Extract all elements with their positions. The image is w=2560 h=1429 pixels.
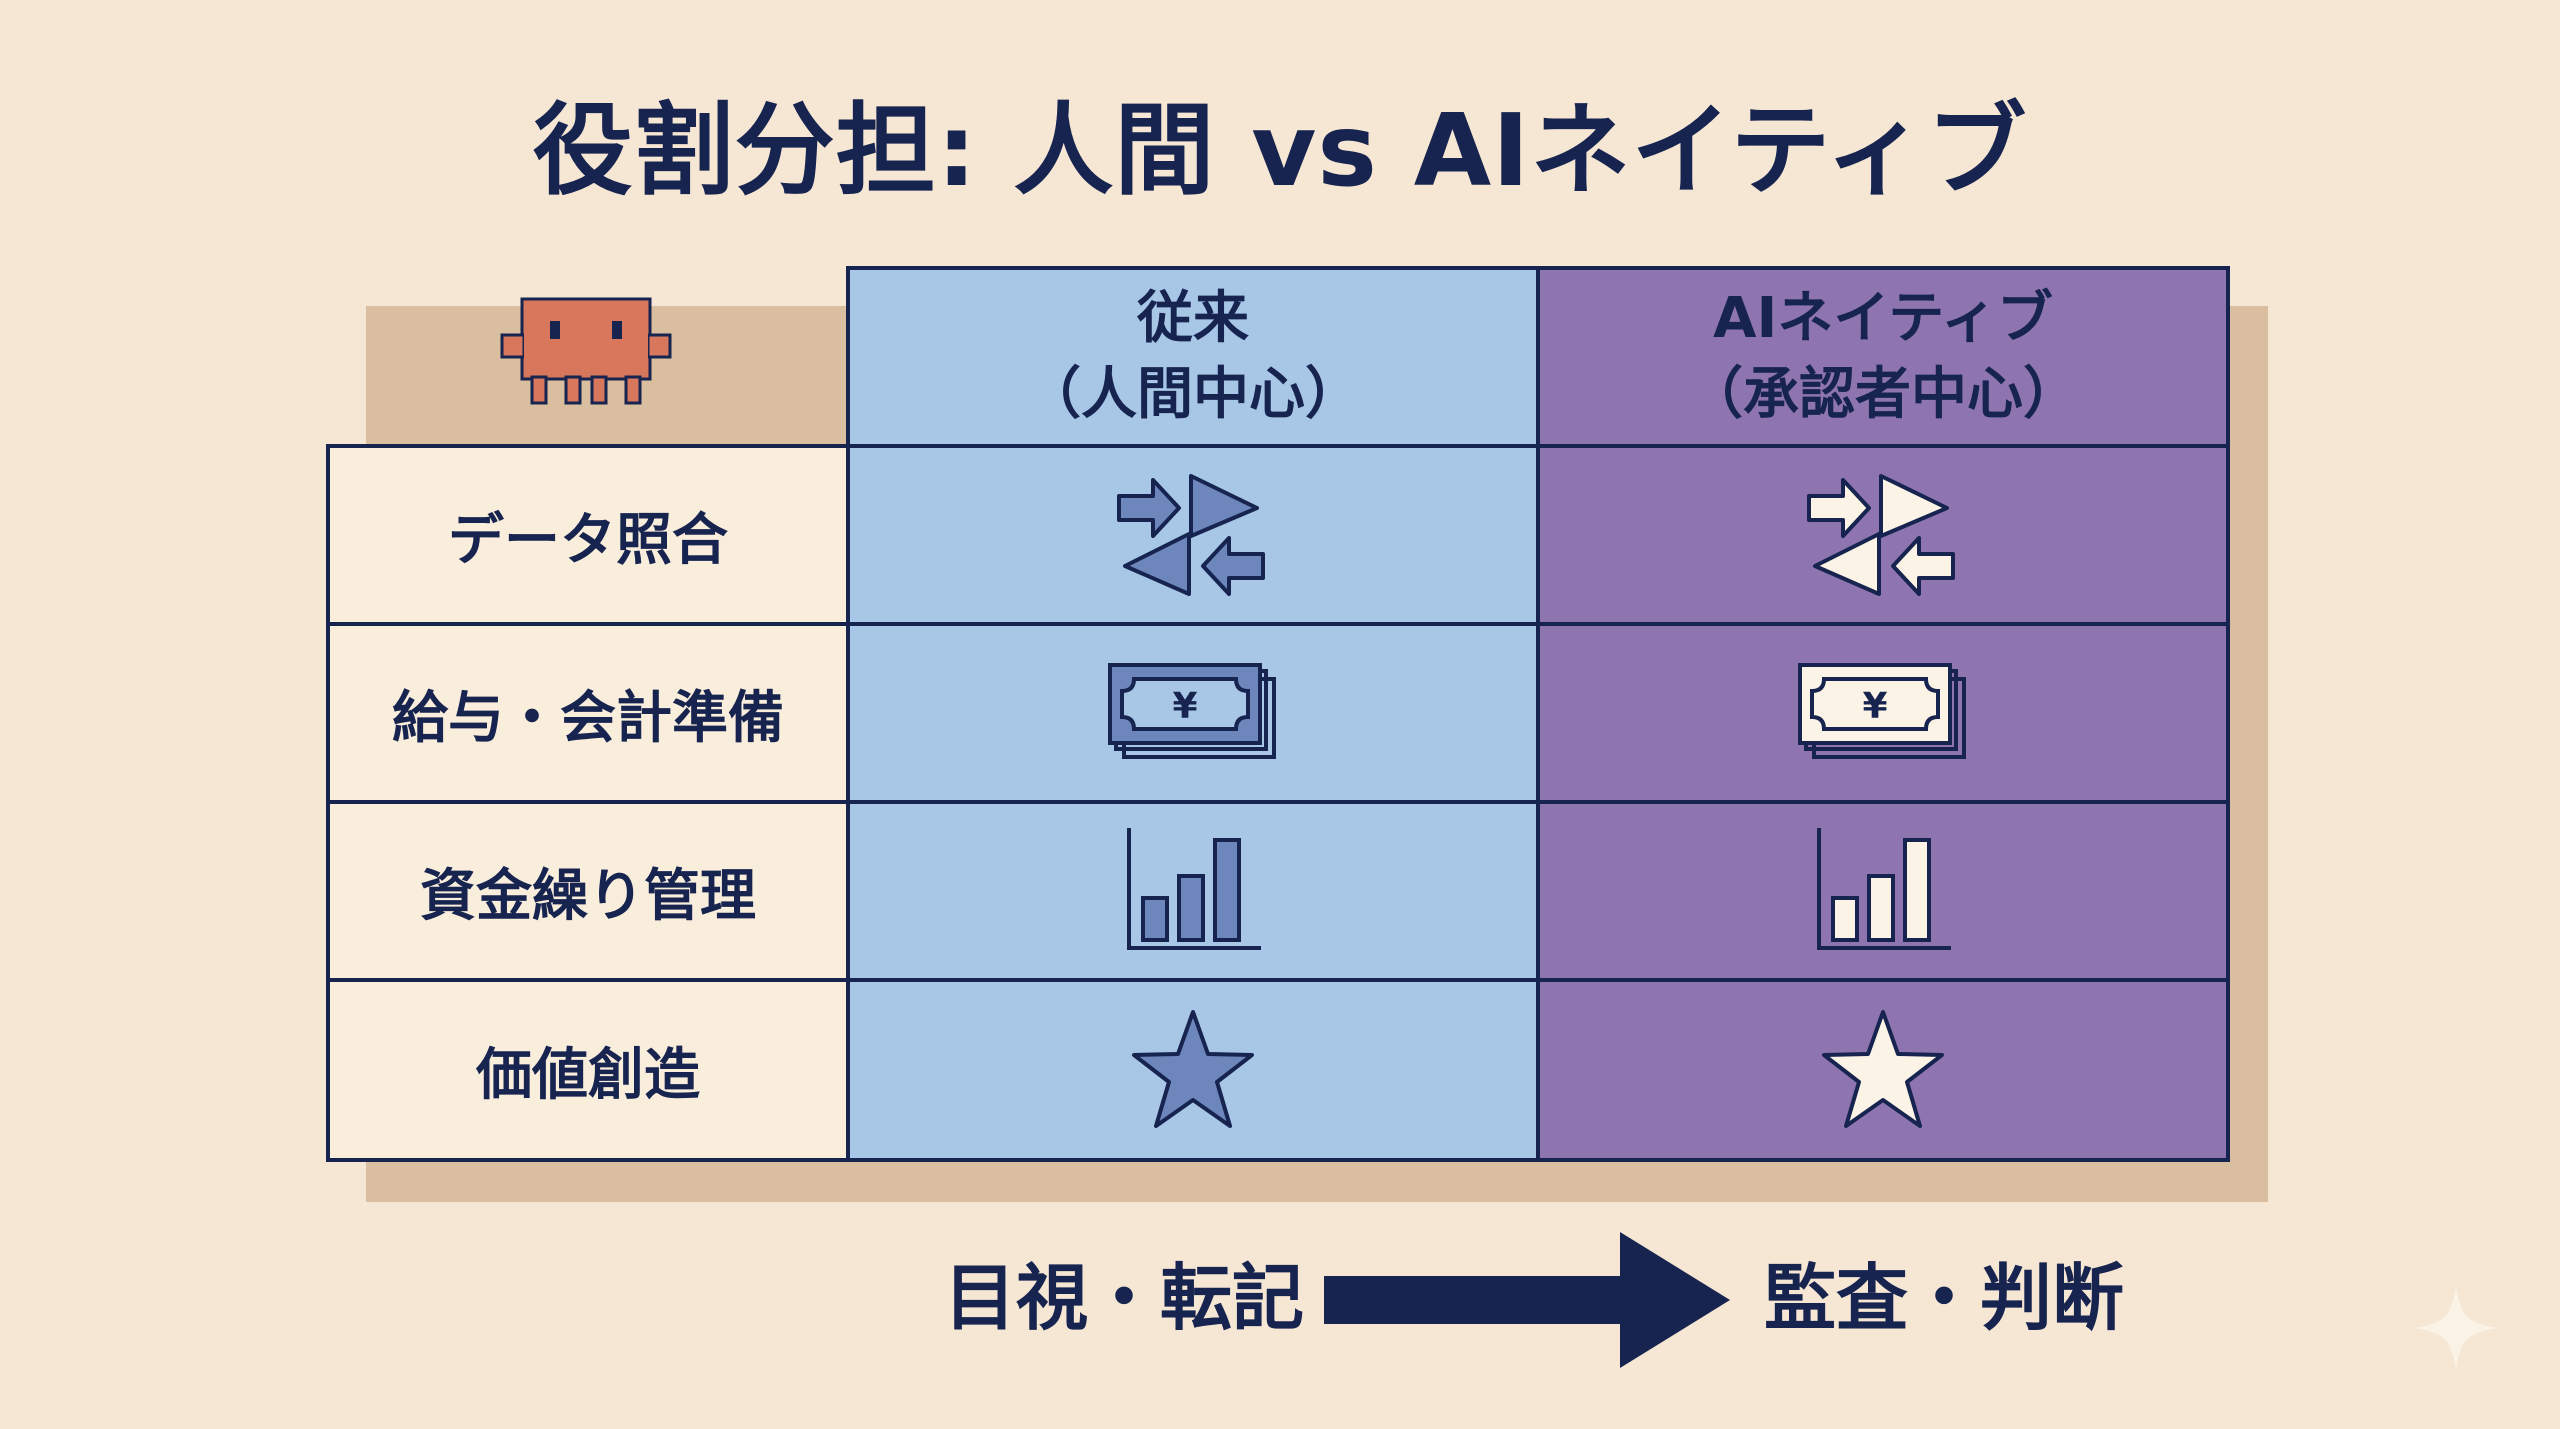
star-icon	[1822, 1010, 1944, 1128]
cell-traditional-cash-flow	[846, 800, 1540, 982]
row-label-cash-flow: 資金繰り管理	[326, 800, 850, 982]
svg-text:¥: ¥	[1172, 686, 1197, 727]
column-header-ai-native: AIネイティブ （承認者中心）	[1536, 266, 2230, 448]
row-label-text: 給与・会計準備	[392, 685, 784, 751]
row-label-text: データ照合	[448, 507, 728, 573]
cell-ai-data-matching	[1536, 444, 2230, 626]
exchange-arrows-icon	[1807, 474, 1955, 596]
cell-ai-value-creation	[1536, 978, 2230, 1162]
row-label-payroll-accounting: 給与・会計準備	[326, 622, 850, 804]
row-label-value-creation: 価値創造	[326, 978, 850, 1162]
cell-ai-cash-flow	[1536, 800, 2230, 982]
row-label-data-matching: データ照合	[326, 444, 850, 626]
yen-banknote-icon: ¥	[1798, 663, 1966, 759]
cell-traditional-payroll-accounting: ¥	[846, 622, 1540, 804]
column-header-ai-line1: AIネイティブ	[1713, 286, 2053, 351]
cell-traditional-value-creation	[846, 978, 1540, 1162]
bar-chart-icon	[1817, 828, 1951, 950]
table-corner	[326, 266, 846, 444]
exchange-arrows-icon	[1117, 474, 1265, 596]
flow-from-label: 目視・転記	[944, 1256, 1305, 1340]
column-header-ai-line2: （承認者中心）	[1687, 362, 2079, 427]
row-label-text: 価値創造	[476, 1042, 700, 1108]
yen-banknote-icon: ¥	[1108, 663, 1276, 759]
column-header-traditional-line2: （人間中心）	[1025, 362, 1361, 427]
page-title: 役割分担: 人間 vs AIネイティブ	[532, 92, 2028, 209]
right-arrow-icon	[1324, 1232, 1730, 1368]
comparison-table: 従来 （人間中心） AIネイティブ （承認者中心） データ照合 給与・会計準備	[326, 266, 2230, 1162]
sparkle-icon	[2412, 1284, 2500, 1372]
flow-to-label: 監査・判断	[1764, 1256, 2125, 1340]
pixel-creature-icon	[500, 297, 672, 405]
svg-text:¥: ¥	[1862, 686, 1887, 727]
bar-chart-icon	[1127, 828, 1261, 950]
cell-traditional-data-matching	[846, 444, 1540, 626]
column-header-traditional-line1: 従来	[1137, 286, 1249, 351]
column-header-traditional: 従来 （人間中心）	[846, 266, 1540, 448]
cell-ai-payroll-accounting: ¥	[1536, 622, 2230, 804]
star-icon	[1132, 1010, 1254, 1128]
row-label-text: 資金繰り管理	[420, 863, 756, 929]
